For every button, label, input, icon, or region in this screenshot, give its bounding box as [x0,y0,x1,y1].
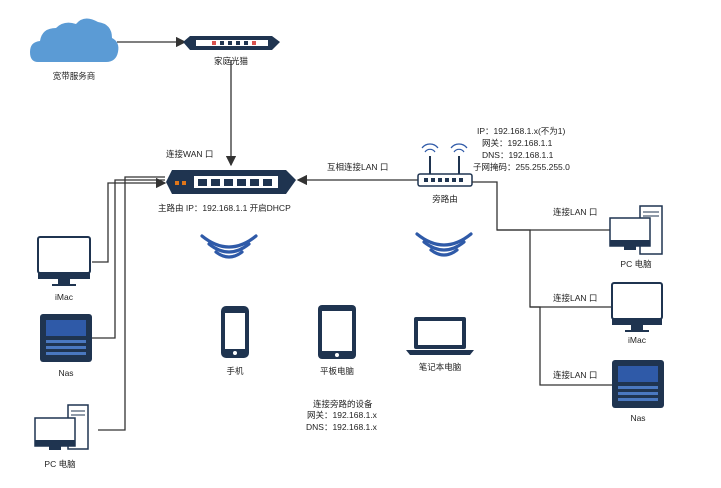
right-imac-icon [611,282,663,332]
right-bus-lines [472,181,612,386]
left-bus-lines [92,176,167,431]
wifi-main-icon [200,234,258,259]
laptop-icon [406,317,474,355]
wan-port-label: 连接WAN 口 [166,149,214,159]
side-router-gateway: 网关：192.168.1.1 [482,138,553,148]
left-nas-label: Nas [58,368,74,378]
laptop-label: 笔记本电脑 [418,362,462,372]
side-router-icon [417,143,473,187]
left-pc-label: PC 电脑 [44,459,76,469]
right-pc-icon [609,205,663,255]
main-router-icon [166,170,296,194]
left-imac-label: iMac [55,292,73,302]
mutual-link-label: 互相连接LAN 口 [327,162,389,172]
side-route-devices-gateway: 网关：192.168.1.x [307,410,377,420]
right-nas-label: Nas [630,413,646,423]
left-imac-icon [37,236,91,286]
modem-label: 家庭光猫 [213,56,249,66]
right-nas-port-label: 连接LAN 口 [553,370,598,380]
left-pc-icon [34,404,89,450]
left-nas-icon [40,314,92,362]
side-router-dns: DNS：192.168.1.1 [482,150,554,160]
cloud-icon [30,18,119,63]
right-nas-icon [612,360,664,408]
side-route-devices-title: 连接旁路的设备 [313,399,373,409]
right-imac-label: iMac [628,335,646,345]
tablet-icon [318,305,356,359]
side-router-subnet: 子网掩码：255.255.255.0 [473,162,570,172]
side-router-label: 旁路由 [432,194,458,204]
side-route-devices-dns: DNS：192.168.1.x [306,422,377,432]
right-pc-port-label: 连接LAN 口 [553,207,598,217]
tablet-label: 平板电脑 [319,366,355,376]
modem-icon [183,36,280,50]
isp-label: 宽带服务商 [52,71,96,81]
main-router-label: 主路由 IP：192.168.1.1 开启DHCP [158,203,291,213]
right-pc-label: PC 电脑 [620,259,652,269]
side-router-ip: IP：192.168.1.x(不为1) [477,126,566,136]
phone-label: 手机 [226,366,244,376]
right-imac-port-label: 连接LAN 口 [553,293,598,303]
wifi-side-icon [415,232,473,257]
phone-icon [221,306,249,358]
